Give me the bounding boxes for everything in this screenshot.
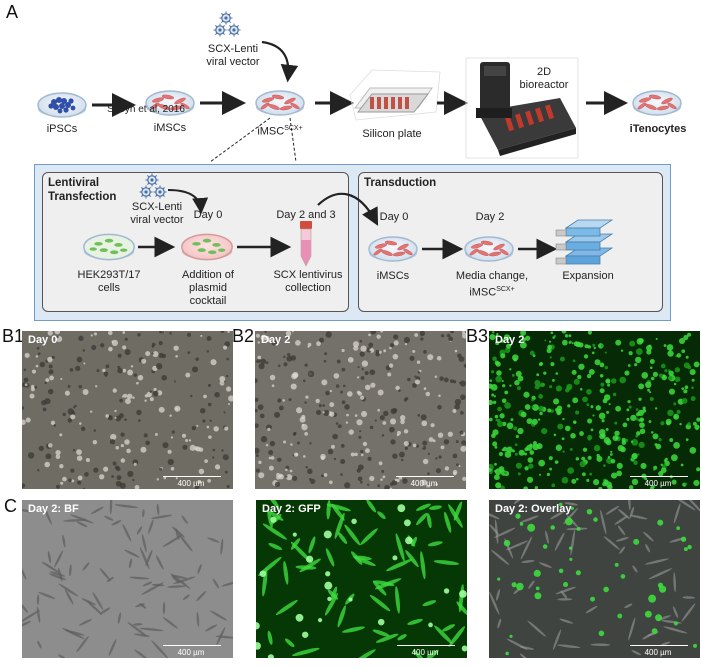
label-citation: Sheyn et al, 2016 [104, 103, 188, 116]
scx-collection-line2: collection [285, 282, 331, 294]
label-day0-lenti: Day 0 [186, 209, 230, 222]
label-itenocytes: iTenocytes [622, 123, 694, 136]
media-line1: Media change, [456, 270, 528, 282]
label-day23: Day 2 and 3 [270, 209, 342, 222]
label-imsc-scx: iMSCSCX+ [252, 122, 308, 139]
micrograph-c1-scale-label: 400 µm [163, 648, 219, 657]
micrograph-c3-tag: Day 2: Overlay [495, 503, 571, 515]
micrograph-c1-tag: Day 2: BF [28, 503, 79, 515]
micrograph-c2: Day 2: GFP 400 µm [256, 500, 467, 658]
label-day2-trans: Day 2 [468, 211, 512, 224]
media-line2: iMSC [469, 287, 496, 299]
lentiviral-title-2: Transfection [48, 191, 116, 203]
label-imscs: iMSCs [147, 122, 193, 135]
addition-line3: cocktail [190, 295, 227, 307]
label-day0-trans: Day 0 [372, 211, 416, 224]
micrograph-c2-tag: Day 2: GFP [262, 503, 321, 515]
label-silicon-plate: Silicon plate [356, 128, 428, 141]
micrograph-c3-scale-label: 400 µm [630, 648, 686, 657]
lentivirus-icon-top [214, 12, 241, 37]
micrograph-b1-scale-label: 400 µm [163, 479, 219, 488]
hek-line1: HEK293T/17 [78, 269, 141, 281]
transduction-title: Transduction [364, 176, 436, 190]
micrograph-c3: Day 2: Overlay 400 µm [489, 500, 700, 658]
micrograph-c1: Day 2: BF 400 µm [22, 500, 233, 658]
label-imscs-trans: iMSCs [368, 270, 418, 283]
hek-dish-icon [84, 234, 134, 259]
lentivirus-icon-inset [140, 174, 167, 199]
micrograph-b2: Day 2 400 µm [255, 331, 466, 489]
micrograph-b3: Day 2 400 µm [489, 331, 700, 489]
label-imsc-scx-sup: SCX+ [284, 125, 302, 132]
micrograph-c3-texture [489, 500, 700, 658]
micrograph-b3-texture [489, 331, 700, 489]
micrograph-b1-texture [22, 331, 233, 489]
vector-inset-line1: SCX-Lenti [132, 201, 182, 213]
micrograph-c3-scale-bar [630, 645, 688, 646]
addition-dish-icon [182, 234, 232, 259]
vector-inset-line2: viral vector [130, 214, 183, 226]
transduction-imsc-dish-icon [369, 237, 417, 261]
vector-top-line1: SCX-Lenti [208, 43, 258, 55]
label-media-change: Media change, iMSCSCX+ [450, 270, 534, 300]
micrograph-b1: Day 0 400 µm [22, 331, 233, 489]
label-imsc-scx-text: iMSC [257, 126, 284, 138]
bioreactor-line2: bioreactor [520, 79, 569, 91]
media-sup: SCX+ [496, 286, 514, 293]
conical-tube-icon [300, 221, 312, 266]
silicon-plate-icon [350, 70, 440, 120]
vector-top-line2: viral vector [206, 56, 259, 68]
micrograph-b3-scale-bar [630, 476, 688, 477]
media-change-dish-icon [465, 237, 513, 261]
panel-label-c: C [4, 496, 17, 517]
micrograph-b1-tag: Day 0 [28, 334, 57, 346]
itenocytes-dish-icon [633, 91, 681, 115]
micrograph-c1-scale-bar [163, 645, 221, 646]
addition-line1: Addition of [182, 269, 234, 281]
hek-line2: cells [98, 282, 120, 294]
micrograph-c1-texture [22, 500, 233, 658]
addition-line2: plasmid [189, 282, 227, 294]
micrograph-c2-scale-bar [397, 645, 455, 646]
micrograph-b3-scale-label: 400 µm [630, 479, 686, 488]
label-expansion: Expansion [556, 270, 620, 283]
scx-collection-line1: SCX lentivirus [273, 269, 342, 281]
imsc-scx-dish-icon [256, 91, 304, 115]
micrograph-b1-scale-bar [163, 476, 221, 477]
micrograph-b2-scale-bar [396, 476, 454, 477]
micrograph-c2-texture [256, 500, 467, 658]
lentiviral-title-1: Lentiviral [48, 177, 99, 189]
bioreactor-line1: 2D [537, 66, 551, 78]
micrograph-b3-tag: Day 2 [495, 334, 524, 346]
ipsc-dish-icon [38, 93, 86, 117]
label-ipscs: iPSCs [39, 123, 85, 136]
flask-stack-icon [556, 220, 612, 264]
micrograph-c2-scale-label: 400 µm [397, 648, 453, 657]
micrograph-b2-texture [255, 331, 466, 489]
micrograph-b2-tag: Day 2 [261, 334, 290, 346]
micrograph-b2-scale-label: 400 µm [396, 479, 452, 488]
